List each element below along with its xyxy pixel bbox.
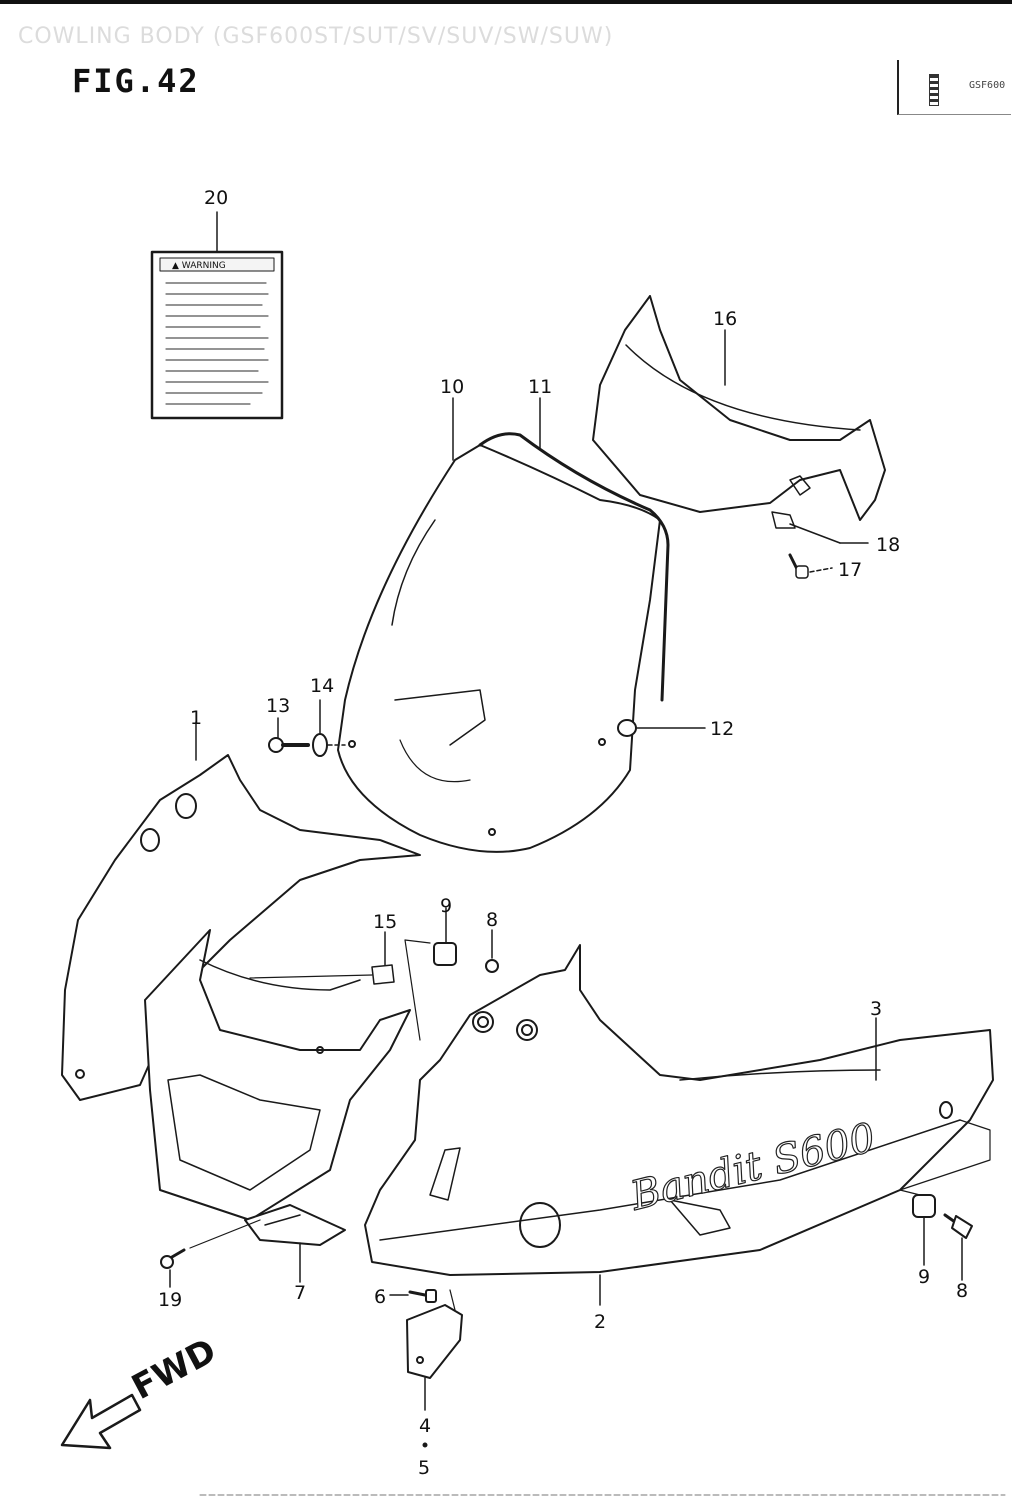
callout-1: 1 (190, 707, 202, 729)
part-13-screw (268, 737, 310, 753)
part-9-lower-grommet (912, 1194, 936, 1218)
callout-5: 5 (418, 1457, 430, 1479)
part-8-upper-screw (485, 959, 499, 973)
diagram-caption: COWLING BODY (GSF600ST/SUT/SV/SUV/SW/SUW… (18, 24, 614, 49)
top-border (0, 0, 1012, 4)
callout-3: 3 (870, 998, 882, 1020)
callout-9-lower: 9 (918, 1266, 930, 1288)
part-10-windscreen (337, 444, 661, 853)
callout-7: 7 (294, 1282, 306, 1304)
forward-direction-label: FWD (125, 1331, 222, 1408)
callout-12: 12 (710, 718, 734, 740)
part-18-clip (771, 511, 796, 529)
part-6-screw (408, 1289, 437, 1303)
warning-label-title: ▲ WARNING (172, 261, 226, 271)
part-1-upper-cowling (61, 754, 421, 1221)
forward-arrow-icon (60, 1393, 142, 1450)
part-7-lower-bracket (244, 1204, 346, 1246)
figure-title: FIG.42 (72, 62, 200, 100)
part-4-bracket (406, 1304, 463, 1379)
callout-14: 14 (310, 675, 334, 697)
part-15-grommet (371, 964, 395, 985)
callout-17: 17 (838, 559, 862, 581)
part-11-screen-seal (478, 432, 670, 702)
part-20-warning-label: ▲ WARNING (150, 250, 284, 420)
model-code-box: GSF600 (897, 60, 1011, 115)
callout-2: 2 (594, 1311, 606, 1333)
callout-16: 16 (713, 308, 737, 330)
part-17-screw (788, 553, 809, 579)
part-9-upper-grommet (433, 942, 457, 966)
callout-18: 18 (876, 534, 900, 556)
callout-9-upper: 9 (440, 895, 452, 917)
part-2-side-cowling (364, 944, 994, 1276)
part-14-washer (312, 733, 328, 757)
callout-10: 10 (440, 376, 464, 398)
barcode-icon (929, 74, 939, 106)
callout-15: 15 (373, 911, 397, 933)
callout-6: 6 (374, 1286, 386, 1308)
part-19-screw (160, 1248, 186, 1269)
callout-4: 4 (419, 1415, 431, 1437)
callout-20: 20 (204, 187, 228, 209)
callout-8-upper: 8 (486, 909, 498, 931)
part-16-meter-cover (592, 295, 886, 521)
callout-19: 19 (158, 1289, 182, 1311)
callout-8-lower: 8 (956, 1280, 968, 1302)
callout-13: 13 (266, 695, 290, 717)
part-8-lower-screw (943, 1213, 973, 1239)
part-12-nut (617, 719, 637, 737)
callout-11: 11 (528, 376, 552, 398)
model-code: GSF600 (969, 80, 1006, 91)
